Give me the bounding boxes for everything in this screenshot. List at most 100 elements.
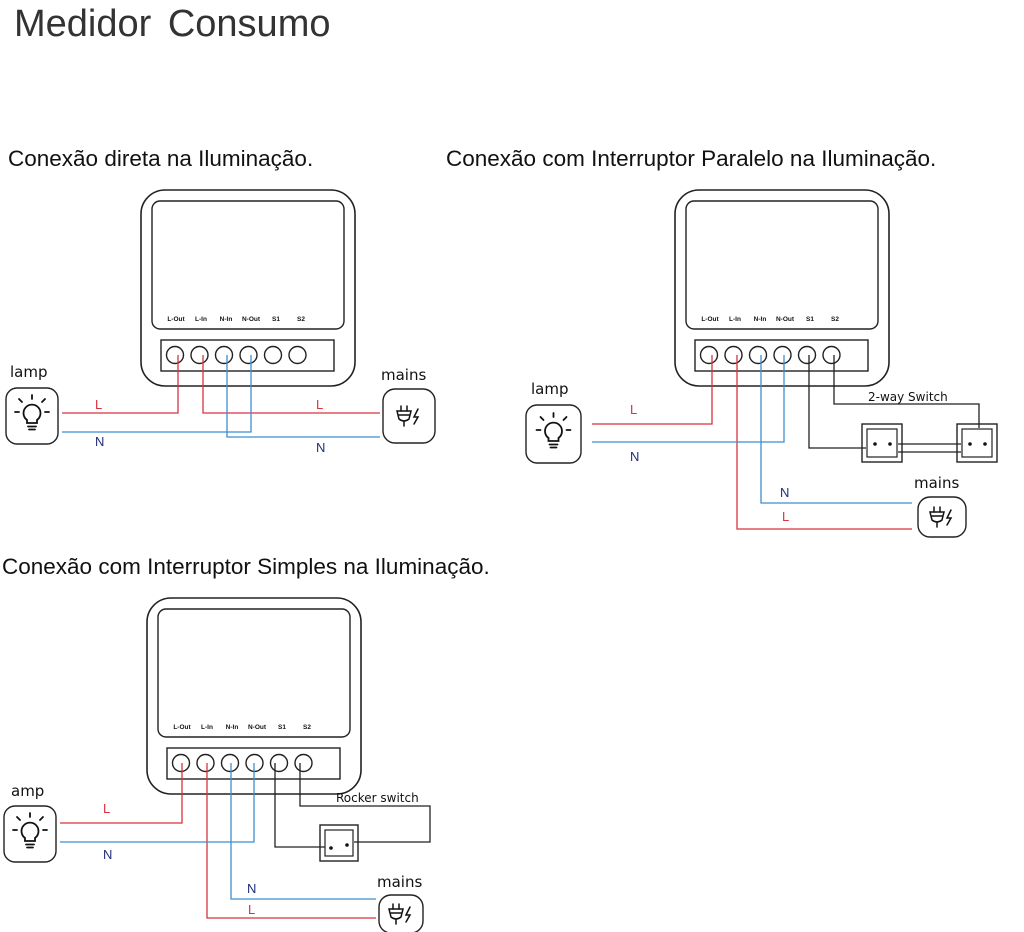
wire-s1	[808, 355, 866, 449]
wire-neutral-mains	[760, 355, 912, 504]
lightbulb-ray	[562, 416, 568, 421]
lightning-icon	[412, 408, 420, 425]
wire-line-lamp	[60, 763, 183, 824]
wire-line-mains	[202, 355, 380, 414]
two-way-switch-label: 2-way Switch	[868, 390, 948, 404]
mains-label: mains	[381, 366, 426, 384]
terminal-label-n-in: N-In	[220, 316, 233, 323]
terminal-label-n-out: N-Out	[242, 316, 261, 323]
terminal-label-l-in: L-In	[195, 316, 207, 323]
lamp-label: lamp	[531, 380, 569, 398]
terminal-screw	[214, 345, 234, 365]
heading-simple-switch-connection: Conexão com Interruptor Simples na Ilumi…	[2, 554, 490, 579]
heading-direct-connection: Conexão direta na Iluminação.	[8, 146, 314, 171]
terminal-label-l-in: L-In	[201, 724, 213, 731]
terminal-screw	[239, 345, 258, 365]
lightbulb-ray	[18, 398, 23, 403]
module-face	[157, 608, 351, 738]
lightbulb-ray	[39, 816, 44, 821]
terminal-label-l-out: L-Out	[701, 316, 719, 323]
terminal-label-s2: S2	[831, 316, 839, 323]
module-face	[151, 200, 345, 330]
switch-contact	[345, 843, 349, 847]
switch-contact	[888, 442, 892, 446]
wire-label-l: L	[248, 902, 255, 917]
wire-neutral-lamp	[62, 355, 252, 433]
lamp-label: lamp	[10, 363, 48, 381]
lamp-box	[525, 404, 582, 464]
switch-inner	[961, 428, 993, 458]
switch-contact	[968, 442, 972, 446]
switch-contact	[983, 442, 987, 446]
terminal-screw	[288, 345, 307, 365]
terminal-screw	[190, 345, 209, 365]
switch-inner	[324, 829, 354, 857]
wire-line-lamp	[62, 355, 179, 414]
wire-label-n: N	[103, 847, 112, 862]
wire-label-n: N	[316, 440, 325, 455]
terminal-label-l-in: L-In	[729, 316, 741, 323]
lightbulb-icon	[535, 412, 572, 449]
terminal-screw	[269, 753, 289, 773]
wire-line-mains	[736, 355, 912, 530]
wire-label-n: N	[95, 434, 104, 449]
lightning-icon	[945, 509, 953, 526]
terminal-screw	[263, 345, 283, 365]
terminal-label-n-in: N-In	[754, 316, 767, 323]
wire-s1	[274, 763, 325, 848]
lightbulb-ray	[41, 398, 46, 403]
module-face	[685, 200, 879, 330]
lightbulb-ray	[539, 416, 545, 421]
wire-label-n: N	[630, 449, 639, 464]
lamp-label: amp	[11, 782, 44, 800]
plug-icon	[388, 903, 412, 925]
terminal-label-l-out: L-Out	[173, 724, 191, 731]
terminal-screw	[724, 345, 743, 365]
lightbulb-icon	[12, 812, 48, 849]
wire-label-l: L	[95, 397, 102, 412]
lightbulb-glass	[544, 421, 563, 442]
wire-label-l: L	[630, 402, 637, 417]
terminal-screw	[220, 753, 240, 773]
terminal-screw	[748, 345, 768, 365]
terminal-label-l-out: L-Out	[167, 316, 185, 323]
wire-neutral-mains	[226, 355, 380, 438]
wire-neutral-lamp	[592, 355, 785, 443]
switch-inner	[866, 428, 898, 458]
heading-parallel-switch-connection: Conexão com Interruptor Paralelo na Ilum…	[446, 146, 937, 171]
wire-s2	[833, 355, 980, 428]
wire-label-n: N	[247, 881, 256, 896]
terminal-screw	[773, 345, 792, 365]
wire-label-l: L	[782, 509, 789, 524]
terminal-screw	[797, 345, 817, 365]
wire-neutral-lamp	[60, 763, 255, 843]
terminal-label-s1: S1	[272, 316, 280, 323]
terminal-screw	[171, 753, 191, 773]
terminal-label-s1: S1	[806, 316, 814, 323]
lightbulb-ray	[16, 816, 21, 821]
lightbulb-glass	[22, 403, 42, 424]
switch-contact	[873, 442, 877, 446]
wire-label-l: L	[316, 397, 323, 412]
switch-contact	[329, 846, 333, 850]
mains-label: mains	[914, 474, 959, 492]
module-direct	[140, 189, 356, 387]
terminal-label-n-in: N-In	[226, 724, 239, 731]
terminal-label-s1: S1	[278, 724, 286, 731]
wire-label-n: N	[780, 485, 789, 500]
terminal-label-n-out: N-Out	[776, 316, 795, 323]
terminal-screw	[822, 345, 841, 365]
wire-line-mains	[206, 763, 376, 919]
plug-icon	[929, 506, 953, 528]
lamp-box	[3, 805, 57, 863]
terminal-screw	[699, 345, 719, 365]
wire-line-lamp	[592, 355, 713, 425]
module-parallel	[674, 189, 890, 387]
terminal-screw	[294, 753, 313, 773]
lightbulb-glass	[20, 821, 40, 842]
terminal-screw	[196, 753, 215, 773]
lightbulb-icon	[14, 394, 50, 431]
lamp-box	[5, 387, 59, 445]
page-title: Medidor Consumo	[14, 3, 331, 45]
